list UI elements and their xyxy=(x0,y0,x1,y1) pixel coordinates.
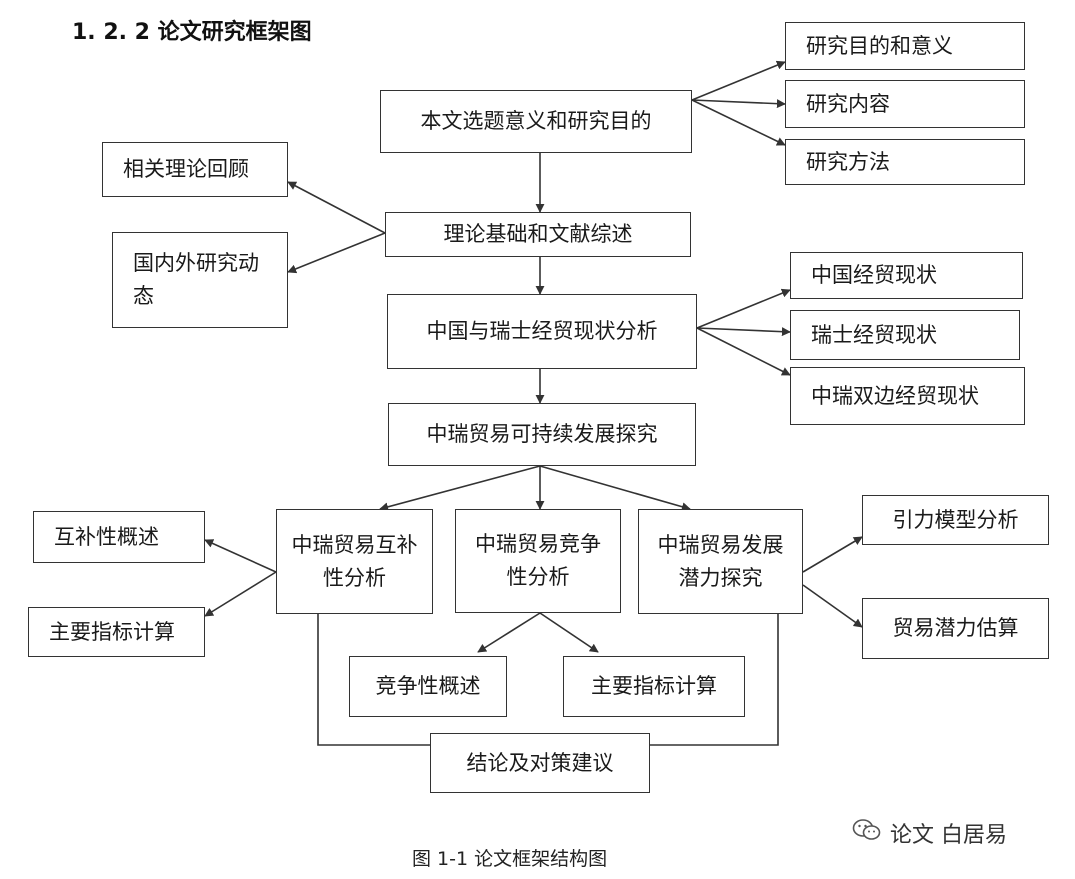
wechat-icon xyxy=(852,818,882,848)
arrow-compete-overview xyxy=(477,612,541,653)
arrow-theory-review xyxy=(287,181,386,234)
watermark: 论文 白居易 xyxy=(852,817,1007,849)
node-topic: 本文选题意义和研究目的 xyxy=(380,90,692,153)
node-comp-overview: 互补性概述 xyxy=(33,511,205,563)
node-dynamics: 国内外研究动态 xyxy=(112,232,288,328)
arrow-compete-index xyxy=(539,612,599,653)
node-compete: 中瑞贸易竞争性分析 xyxy=(455,509,621,613)
arrow-topic-method xyxy=(691,99,786,146)
node-review: 相关理论回顾 xyxy=(102,142,288,197)
line-complement-conclusion xyxy=(317,614,430,746)
node-compete-index: 主要指标计算 xyxy=(563,656,745,717)
watermark-text: 论文 白居易 xyxy=(890,823,1007,848)
line-potential-conclusion xyxy=(650,614,779,746)
node-swiss: 瑞士经贸现状 xyxy=(790,310,1020,360)
node-theory: 理论基础和文献综述 xyxy=(385,212,691,257)
node-content: 研究内容 xyxy=(785,80,1025,128)
section-title: 1. 2. 2 论文研究框架图 xyxy=(72,20,312,45)
node-method: 研究方法 xyxy=(785,139,1025,185)
arrow-topic-purpose xyxy=(691,60,786,101)
node-comp-index: 主要指标计算 xyxy=(28,607,205,657)
arrow-theory-dynamics xyxy=(287,232,386,274)
arrow-complement-index xyxy=(204,571,277,617)
node-complement: 中瑞贸易互补性分析 xyxy=(276,509,433,614)
node-sustain: 中瑞贸易可持续发展探究 xyxy=(388,403,696,466)
node-gravity: 引力模型分析 xyxy=(862,495,1049,545)
arrow-topic-content xyxy=(691,99,786,109)
arrow-analysis-bilateral xyxy=(696,327,791,376)
node-potential: 中瑞贸易发展潜力探究 xyxy=(638,509,803,614)
arrow-sustain-complement xyxy=(379,465,541,512)
node-bilateral: 中瑞双边经贸现状 xyxy=(790,367,1025,425)
arrow-complement-overview xyxy=(204,539,277,573)
figure-caption: 图 1-1 论文框架结构图 xyxy=(412,848,608,870)
arrow-sustain-potential xyxy=(539,465,691,512)
arrow-potential-estimate xyxy=(802,584,863,628)
node-estimate: 贸易潜力估算 xyxy=(862,598,1049,659)
node-analysis: 中国与瑞士经贸现状分析 xyxy=(387,294,697,369)
node-compete-overview: 竞争性概述 xyxy=(349,656,507,717)
arrow-analysis-china xyxy=(696,288,791,329)
node-purpose: 研究目的和意义 xyxy=(785,22,1025,70)
arrow-potential-gravity xyxy=(802,536,863,573)
arrow-analysis-swiss xyxy=(696,327,791,337)
node-conclusion: 结论及对策建议 xyxy=(430,733,650,793)
node-china: 中国经贸现状 xyxy=(790,252,1023,299)
